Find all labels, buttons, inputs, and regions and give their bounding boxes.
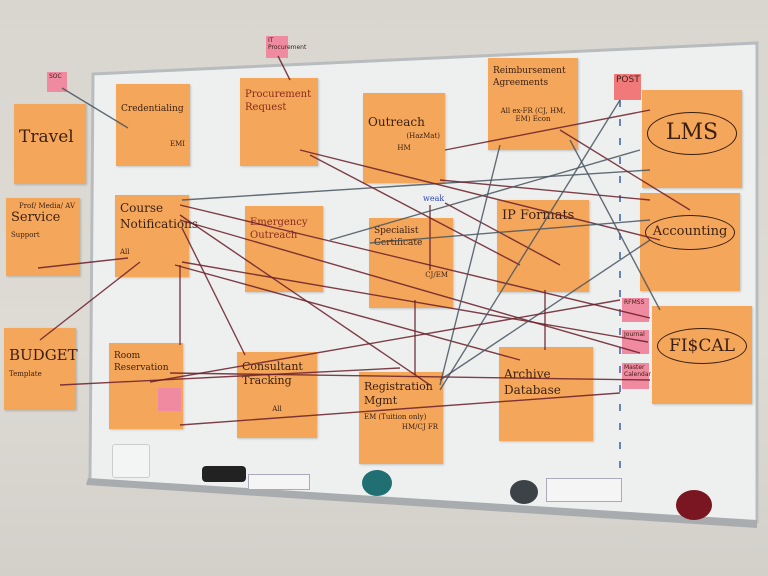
teal-yarn-ball bbox=[362, 470, 392, 496]
note-sub: All bbox=[120, 248, 130, 257]
note-accounting: Accounting bbox=[640, 193, 740, 291]
gray-yarn-ball bbox=[510, 480, 538, 504]
tag-post: POST bbox=[614, 74, 641, 100]
note-title: LMS bbox=[647, 112, 737, 155]
note-title: Reimbursement Agreements bbox=[493, 66, 566, 88]
note-title: Emergency Outreach bbox=[250, 217, 308, 241]
note-title: Service bbox=[11, 210, 61, 225]
note-course-notifications: Course Notifications All bbox=[115, 195, 199, 277]
note-sub: Support bbox=[11, 230, 40, 239]
note-title: Accounting bbox=[645, 215, 735, 250]
note-service: Prof/ Media/ AV Service Support bbox=[6, 198, 80, 276]
note-registration-mgmt: Registration Mgmt EM (Tuition only) HM/C… bbox=[359, 372, 443, 464]
note-budget: BUDGET Template bbox=[4, 328, 78, 410]
note-title: Archive Database bbox=[504, 367, 561, 397]
note-title: Room Reservation bbox=[114, 351, 169, 373]
tag-journal: Journal bbox=[622, 330, 649, 354]
weak-label: weak bbox=[423, 194, 445, 203]
note-title: Registration Mgmt bbox=[364, 380, 433, 408]
marker-pack bbox=[546, 478, 622, 502]
tag-rfmss: RFMSS bbox=[622, 298, 649, 322]
note-sub: CJ/EM bbox=[425, 271, 448, 280]
tag-it-procurement: IT Procurement bbox=[266, 36, 306, 58]
note-title: IP Formats bbox=[502, 208, 575, 223]
note-lms: LMS bbox=[642, 90, 742, 188]
note-room-reservation: Room Reservation bbox=[109, 343, 183, 429]
note-ip-formats: IP Formats bbox=[497, 200, 589, 292]
note-title: Travel bbox=[19, 127, 74, 147]
note-travel: Travel bbox=[14, 104, 86, 184]
note-fiscal: FI$CAL bbox=[652, 306, 752, 404]
note-archive-database: Archive Database bbox=[499, 347, 593, 441]
note-title: Consultant Tracking bbox=[242, 360, 303, 388]
note-sub: EM (Tuition only) bbox=[364, 412, 427, 421]
note-title: Specialist Certificate bbox=[374, 226, 423, 248]
marker-pack bbox=[248, 474, 310, 490]
note-sub: (HazMat) bbox=[406, 131, 440, 140]
note-title: BUDGET bbox=[9, 346, 78, 364]
note-specialist-certificate: Specialist Certificate CJ/EM bbox=[369, 218, 453, 308]
note-sub: EMI bbox=[169, 139, 185, 148]
tag-soc: SOC bbox=[47, 72, 67, 92]
note-sub: All ex-FR (CJ, HM, EM) Econ bbox=[500, 107, 566, 124]
note-reimbursement-agreements: Reimbursement Agreements All ex-FR (CJ, … bbox=[488, 58, 578, 150]
blank-tag bbox=[158, 388, 181, 411]
eraser-box bbox=[112, 444, 150, 478]
tape-dispenser bbox=[202, 466, 246, 482]
red-yarn-ball bbox=[676, 490, 712, 520]
note-emergency-outreach: Emergency Outreach bbox=[245, 206, 323, 292]
note-sub: Template bbox=[9, 369, 42, 378]
note-title: Course Notifications bbox=[120, 201, 199, 231]
note-side: HM/CJ FR bbox=[401, 422, 438, 431]
note-side: Prof/ Media/ AV bbox=[19, 202, 75, 210]
note-consultant-tracking: Consultant Tracking All bbox=[237, 352, 317, 438]
note-credentialing: Credentialing EMI bbox=[116, 84, 190, 166]
note-title: Outreach bbox=[368, 115, 425, 129]
note-title: Procurement Request bbox=[245, 89, 312, 113]
note-outreach: Outreach (HazMat) HM bbox=[363, 93, 445, 183]
note-sub: All bbox=[272, 404, 282, 413]
note-title: FI$CAL bbox=[657, 328, 747, 365]
tag-master-calendar: Master Calendar bbox=[622, 363, 651, 389]
note-procurement-request: Procurement Request bbox=[240, 78, 318, 166]
note-extra: HM bbox=[397, 143, 411, 152]
note-title: Credentialing bbox=[121, 104, 184, 114]
